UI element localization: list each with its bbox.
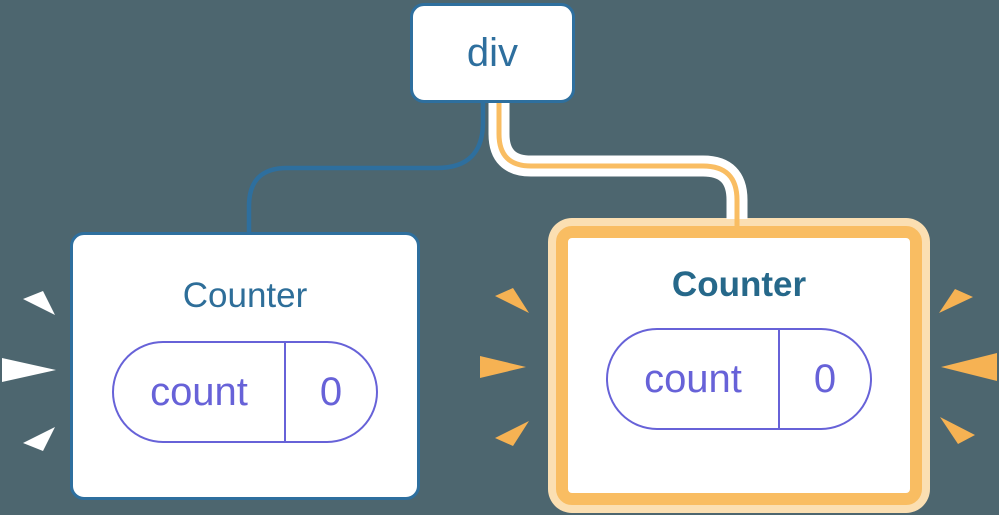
counter-title: Counter — [182, 276, 308, 315]
spark-icon — [940, 417, 975, 444]
state-value: 0 — [284, 343, 376, 441]
root-node-label: div — [466, 30, 519, 75]
counter-card-left: Counter count 0 — [70, 232, 420, 500]
spark-icon — [939, 289, 973, 313]
spark-icon — [495, 288, 529, 313]
counter-card-right: Counter count 0 — [556, 226, 922, 505]
spark-icon — [23, 291, 55, 315]
spark-icon — [495, 421, 529, 446]
counter-title: Counter — [671, 265, 807, 304]
counter-card-right-highlight-ring: Counter count 0 — [548, 218, 930, 513]
spark-icon — [941, 353, 997, 381]
edge-root-to-right-counter — [496, 103, 740, 229]
state-pill: count 0 — [606, 328, 872, 430]
edge-root-to-right-counter-casing — [488, 103, 748, 219]
edge-root-to-left-counter — [246, 100, 486, 235]
root-node: div — [410, 3, 575, 103]
spark-icon — [23, 427, 55, 451]
state-key: count — [150, 369, 248, 414]
state-key: count — [644, 356, 742, 401]
spark-icon — [2, 358, 56, 382]
state-value: 0 — [778, 330, 870, 428]
state-pill: count 0 — [112, 341, 378, 443]
spark-icon — [480, 356, 526, 378]
